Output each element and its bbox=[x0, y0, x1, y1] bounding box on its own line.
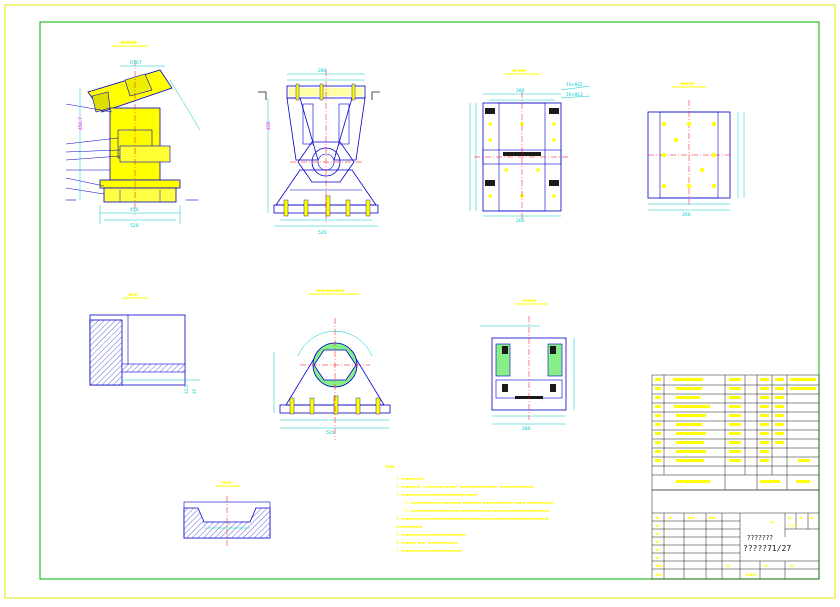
svg-text:16×Φ13: 16×Φ13 bbox=[566, 92, 583, 97]
side-view: ▬▬▬ 1 2 3 4 5 6 bbox=[61, 39, 201, 229]
svg-text:▬▬: ▬▬ bbox=[222, 480, 232, 486]
svg-text:520: 520 bbox=[130, 223, 139, 229]
plan-view-b: ▬▬▬ 260 bbox=[647, 81, 745, 218]
svg-text:▬▬▬: ▬▬▬ bbox=[680, 81, 694, 87]
svg-text:5: 5 bbox=[61, 168, 64, 174]
svg-text:▬: ▬ bbox=[655, 555, 659, 560]
svg-text:A: A bbox=[590, 394, 594, 400]
parts-list-text bbox=[655, 378, 816, 483]
svg-text:A: A bbox=[460, 394, 464, 400]
svg-text:C: C bbox=[338, 448, 342, 454]
svg-text:▬▬: ▬▬ bbox=[655, 563, 663, 568]
drawing-border bbox=[39, 21, 820, 580]
plan-view-a: ▬▬▬ 280 260 bbox=[469, 68, 591, 224]
title-block-labels: ▬▬▬▬▬▬ ▬▬▬▬▬ ▬▬▬▬ ▬ ▬▬▬ 1:10 ▬▬▬ ▬▬▬ bbox=[655, 515, 814, 577]
svg-text:▬▬: ▬▬ bbox=[655, 572, 663, 577]
svg-text:450: 450 bbox=[130, 207, 139, 213]
svg-text:1). ▬▬▬▬▬▬▬▬ ▬▬▬▬▬ ▬▬▬▬▬ ▬▬▬▬▬: 1). ▬▬▬▬▬▬▬▬ ▬▬▬▬▬ ▬▬▬▬▬ ▬▬▬▬▬▬▬▬ ▬▬▬ ▬▬… bbox=[404, 500, 554, 505]
svg-text:▬: ▬ bbox=[788, 515, 792, 520]
title-block bbox=[651, 489, 820, 580]
section-view-d: ▬▬▬ 280 A A bbox=[460, 298, 594, 432]
svg-text:4: 4 bbox=[61, 158, 64, 164]
svg-text:6: 6 bbox=[61, 176, 64, 182]
svg-text:15: 15 bbox=[192, 388, 197, 394]
svg-text:1:10: 1:10 bbox=[788, 523, 797, 528]
svg-text:260: 260 bbox=[682, 212, 691, 218]
svg-text:▬: ▬ bbox=[770, 519, 774, 524]
svg-text:520: 520 bbox=[326, 430, 335, 436]
svg-text:450.7: 450.7 bbox=[78, 117, 84, 130]
svg-text:▬: ▬ bbox=[726, 563, 730, 568]
outer-frame bbox=[4, 4, 836, 599]
svg-text:▬▬▬: ▬▬▬ bbox=[522, 298, 536, 304]
svg-text:▬▬: ▬▬ bbox=[128, 292, 138, 298]
svg-text:B: B bbox=[380, 84, 384, 90]
parts-list-table bbox=[651, 374, 820, 491]
svg-text:5. ▬▬▬▬▬▬▬▬▬▬▬▬▬▬▬▬▬.: 5. ▬▬▬▬▬▬▬▬▬▬▬▬▬▬▬▬▬. bbox=[396, 532, 467, 537]
svg-text:260: 260 bbox=[516, 218, 525, 224]
svg-text:▬▬▬: ▬▬▬ bbox=[745, 572, 757, 577]
svg-text:280: 280 bbox=[522, 426, 531, 432]
svg-text:3. ▬▬▬▬▬▬▬▬▬▬▬▬▬▬▬▬▬▬▬▬:: 3. ▬▬▬▬▬▬▬▬▬▬▬▬▬▬▬▬▬▬▬▬: bbox=[396, 492, 478, 497]
svg-text:B: B bbox=[252, 84, 256, 90]
svg-text:▬: ▬ bbox=[810, 515, 814, 520]
svg-text:C: C bbox=[338, 308, 342, 314]
svg-text:12.5: 12.5 bbox=[184, 385, 189, 394]
section-view-c: ▬▬▬▬▬▬ C C 520 bbox=[273, 288, 391, 454]
svg-text:2: 2 bbox=[61, 142, 64, 148]
view-title-side: ▬▬▬ bbox=[120, 39, 137, 46]
svg-text:7: 7 bbox=[61, 186, 64, 192]
svg-text:2. ▬▬▬▬▬ "▬/▬▬▬▬-▬▬▬" ▬▬▬▬▬▬▬: 2. ▬▬▬▬▬ "▬/▬▬▬▬-▬▬▬" ▬▬▬▬▬▬▬▬▬▬, ▬▬▬▬▬▬… bbox=[396, 484, 535, 489]
svg-text:280: 280 bbox=[516, 88, 525, 94]
svg-text:▬: ▬ bbox=[655, 523, 659, 528]
svg-text:4. ▬▬▬▬▬▬▬▬▬▬▬▬▬▬▬▬▬▬▬▬▬▬▬▬▬▬: 4. ▬▬▬▬▬▬▬▬▬▬▬▬▬▬▬▬▬▬▬▬▬▬▬▬▬▬▬▬▬▬▬▬▬▬▬▬▬… bbox=[396, 516, 550, 521]
svg-text:520: 520 bbox=[318, 230, 327, 236]
drawing-title: ??????? bbox=[747, 534, 774, 542]
svg-text:2). ▬▬▬▬▬▬▬▬▬▬▬▬▬ ▬▬▬▬▬▬▬▬ ▬▬▬: 2). ▬▬▬▬▬▬▬▬▬▬▬▬▬ ▬▬▬▬▬▬▬▬ ▬▬▬▬▬▬▬▬▬▬▬▬▬… bbox=[404, 508, 551, 513]
svg-text:7. ▬▬▬▬▬▬▬▬▬▬▬▬▬▬▬▬.: 7. ▬▬▬▬▬▬▬▬▬▬▬▬▬▬▬▬. bbox=[396, 548, 463, 553]
front-view: B B bbox=[250, 68, 384, 236]
svg-text:1. ▬▬▬▬▬▬: 1. ▬▬▬▬▬▬ bbox=[396, 476, 424, 481]
svg-text:R167: R167 bbox=[130, 60, 142, 66]
svg-text:▬: ▬ bbox=[764, 563, 768, 568]
technical-notes: ▬▬ 1. ▬▬▬▬▬▬ 2. ▬▬▬▬▬ "▬/▬▬▬▬-▬▬▬" ▬▬▬▬▬… bbox=[385, 464, 554, 553]
svg-text:▬: ▬ bbox=[799, 515, 803, 520]
detail-view-1: ▬▬ 12.5 15 bbox=[89, 292, 200, 394]
svg-text:3: 3 bbox=[61, 150, 64, 156]
svg-text:▬: ▬ bbox=[790, 563, 794, 568]
svg-text:▬: ▬ bbox=[655, 539, 659, 544]
svg-text:▬: ▬ bbox=[668, 515, 672, 520]
svg-text:▬: ▬ bbox=[655, 547, 659, 552]
svg-text:B F: B F bbox=[250, 156, 258, 162]
svg-text:450: 450 bbox=[266, 121, 272, 130]
svg-text:▬: ▬ bbox=[655, 515, 659, 520]
svg-text:14×Φ22: 14×Φ22 bbox=[566, 82, 583, 87]
drawing-number: ?????71/27 bbox=[743, 544, 792, 553]
svg-text:280: 280 bbox=[318, 68, 327, 74]
svg-text:▬▬: ▬▬ bbox=[385, 464, 395, 470]
svg-text:6. ▬▬▬▬ ▬▬, ▬▬▬▬▬▬▬▬.: 6. ▬▬▬▬ ▬▬, ▬▬▬▬▬▬▬▬. bbox=[396, 540, 459, 545]
svg-text:▬▬: ▬▬ bbox=[708, 515, 716, 520]
svg-text:▬: ▬ bbox=[655, 531, 659, 536]
svg-text:▬▬: ▬▬ bbox=[687, 515, 695, 520]
svg-text:▬▬▬: ▬▬▬ bbox=[512, 68, 526, 74]
svg-text:▬▬▬▬▬▬: ▬▬▬▬▬▬ bbox=[316, 288, 345, 294]
detail-view-2: ▬▬ bbox=[183, 480, 271, 546]
svg-text:▬▬▬▬▬▬▬: ▬▬▬▬▬▬▬ bbox=[396, 524, 423, 529]
svg-text:1: 1 bbox=[61, 102, 64, 108]
